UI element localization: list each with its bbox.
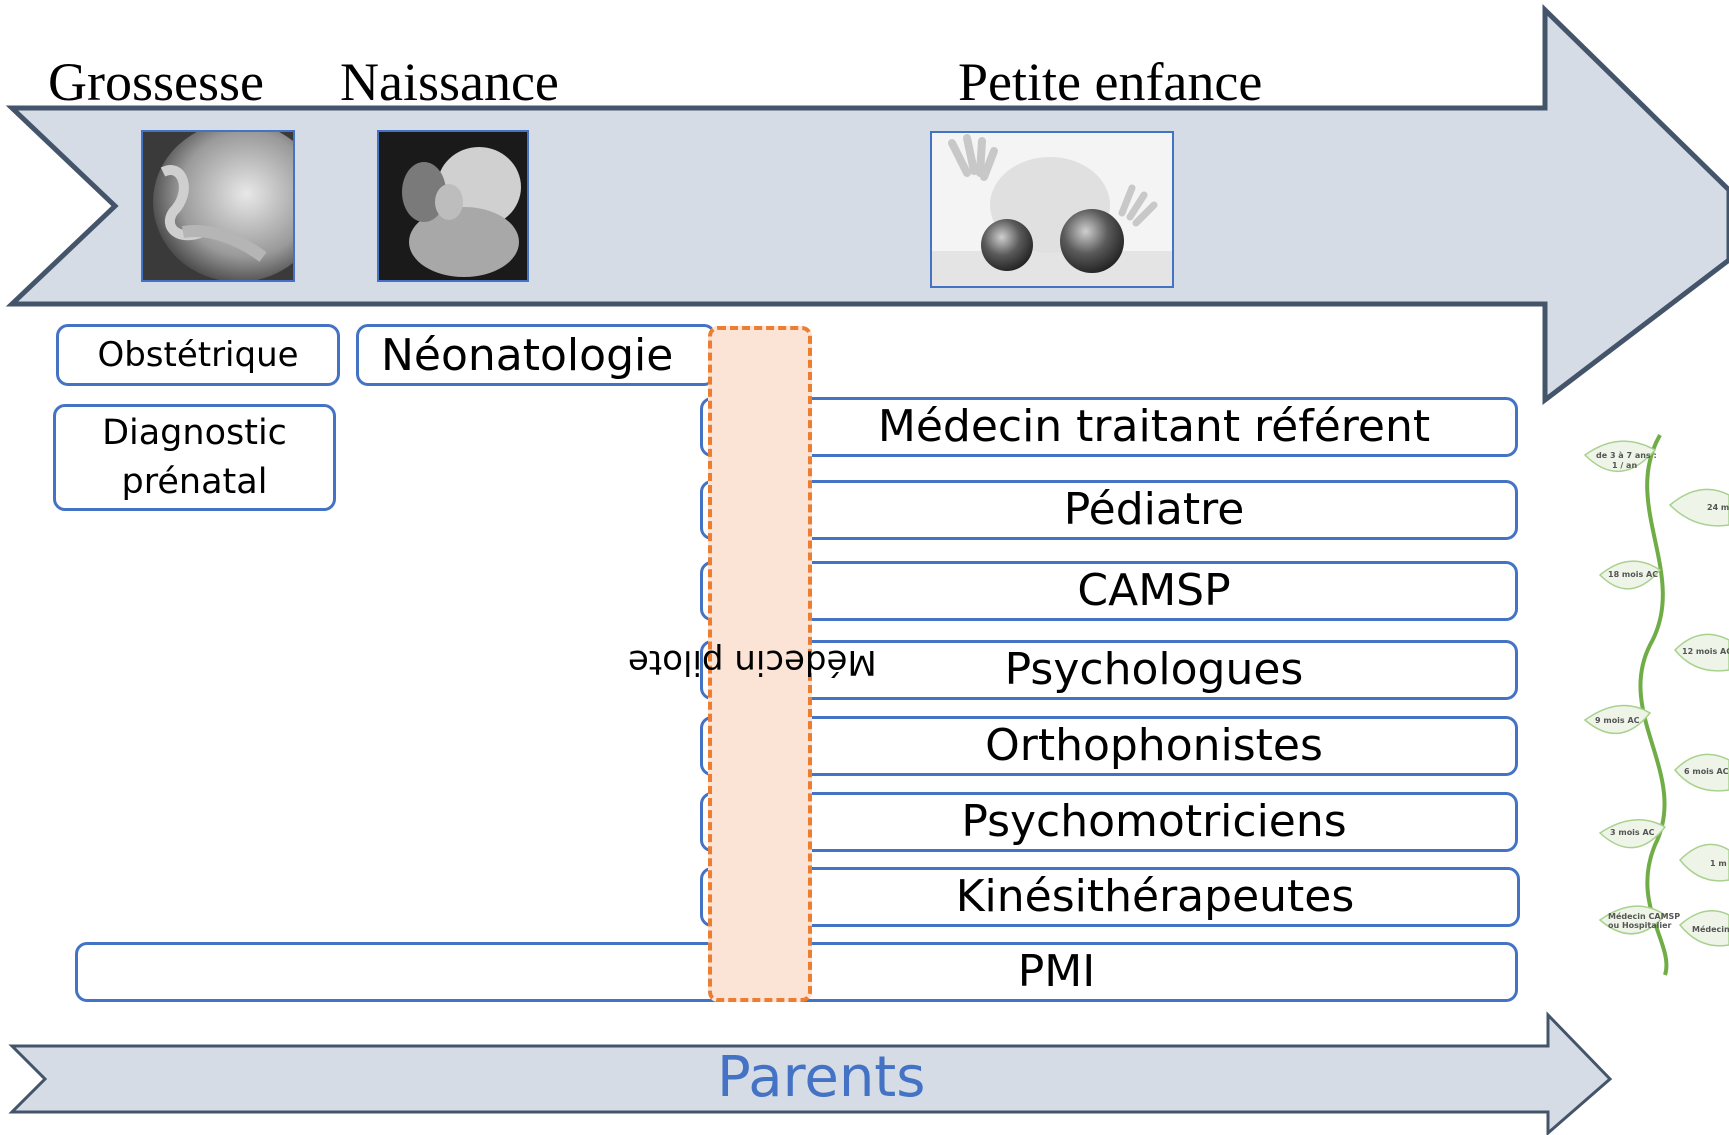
vine-label: 6 mois AC xyxy=(1684,767,1729,776)
pregnant-belly-photo xyxy=(141,130,295,282)
vine-label: Médecin CAMSP xyxy=(1608,911,1680,921)
role-label: Orthophonistes xyxy=(985,720,1323,771)
box-neonatologie-label: Néonatologie xyxy=(381,329,674,381)
parents-arrow xyxy=(8,1011,1613,1135)
baby-apples-photo xyxy=(930,131,1174,288)
box-diagnostic-line1: Diagnostic xyxy=(102,412,287,453)
vine-label: Médecin p xyxy=(1692,924,1729,934)
role-pediatre: Pédiatre xyxy=(700,480,1518,540)
role-label: CAMSP xyxy=(1077,565,1231,616)
vine-label: 1 / an xyxy=(1612,461,1637,470)
role-medecin-traitant: Médecin traitant référent xyxy=(700,397,1518,457)
role-label: PMI xyxy=(1017,946,1096,997)
vine-illustration: de 3 à 7 ans : 1 / an 24 mo 18 mois AC 1… xyxy=(1583,434,1729,976)
box-obstetrique-label: Obstétrique xyxy=(97,335,299,375)
vine-label: 12 mois AC xyxy=(1682,647,1729,656)
role-label: Kinésithérapeutes xyxy=(955,871,1355,922)
vine-label: 9 mois AC xyxy=(1595,716,1640,725)
vine-label: 3 mois AC xyxy=(1610,828,1655,837)
medecin-pilote-column xyxy=(708,326,812,1002)
phase-petite-enfance: Petite enfance xyxy=(958,52,1263,112)
box-neonatologie: Néonatologie xyxy=(356,324,716,386)
role-label: Médecin traitant référent xyxy=(877,401,1431,452)
vine-label: ou Hospitalier xyxy=(1608,921,1672,930)
role-label: Psychomotriciens xyxy=(961,796,1347,847)
timeline-arrow xyxy=(5,4,1729,406)
role-label: Pédiatre xyxy=(1063,484,1245,535)
role-label: Psychologues xyxy=(1004,644,1304,695)
role-kinesitherapeutes: Kinésithérapeutes xyxy=(700,867,1520,927)
parents-label: Parents xyxy=(717,1045,926,1110)
role-psychomotriciens: Psychomotriciens xyxy=(700,792,1518,852)
vine-label: 24 mo xyxy=(1707,503,1729,512)
role-orthophonistes: Orthophonistes xyxy=(700,716,1518,776)
vine-label: 18 mois AC xyxy=(1608,570,1658,579)
vine-label: 1 m xyxy=(1710,859,1727,868)
phase-naissance: Naissance xyxy=(340,52,559,112)
medecin-pilote-label: Médecin pilote xyxy=(628,642,877,682)
vine-label: de 3 à 7 ans : xyxy=(1596,451,1657,460)
box-diagnostic-line2: prénatal xyxy=(121,461,268,502)
newborn-photo xyxy=(377,130,529,282)
role-psychologues: Psychologues xyxy=(700,640,1518,700)
role-camsp: CAMSP xyxy=(700,561,1518,621)
phase-grossesse: Grossesse xyxy=(48,52,264,112)
box-diagnostic-prenatal: Diagnostic prénatal xyxy=(53,404,336,511)
box-obstetrique: Obstétrique xyxy=(56,324,340,386)
